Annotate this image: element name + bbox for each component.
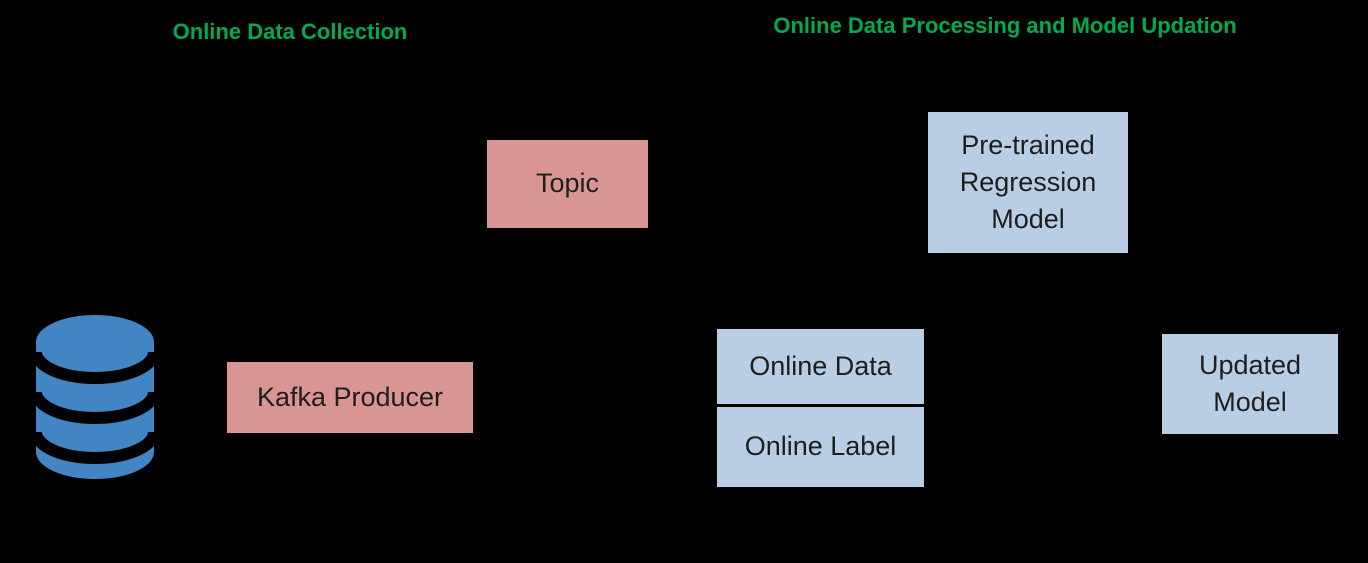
section-title-online-data-collection: Online Data Collection: [172, 19, 408, 44]
node-pretrained-regression-model: Pre-trained Regression Model: [928, 112, 1128, 253]
node-topic: Topic: [487, 140, 648, 228]
node-kafka-producer: Kafka Producer: [227, 362, 473, 433]
section-title-online-data-processing: Online Data Processing and Model Updatio…: [773, 13, 1237, 38]
node-online-data: Online Data: [717, 329, 924, 404]
node-updated-model: Updated Model: [1162, 334, 1338, 434]
database-icon: [30, 314, 160, 480]
node-online-label: Online Label: [717, 407, 924, 487]
